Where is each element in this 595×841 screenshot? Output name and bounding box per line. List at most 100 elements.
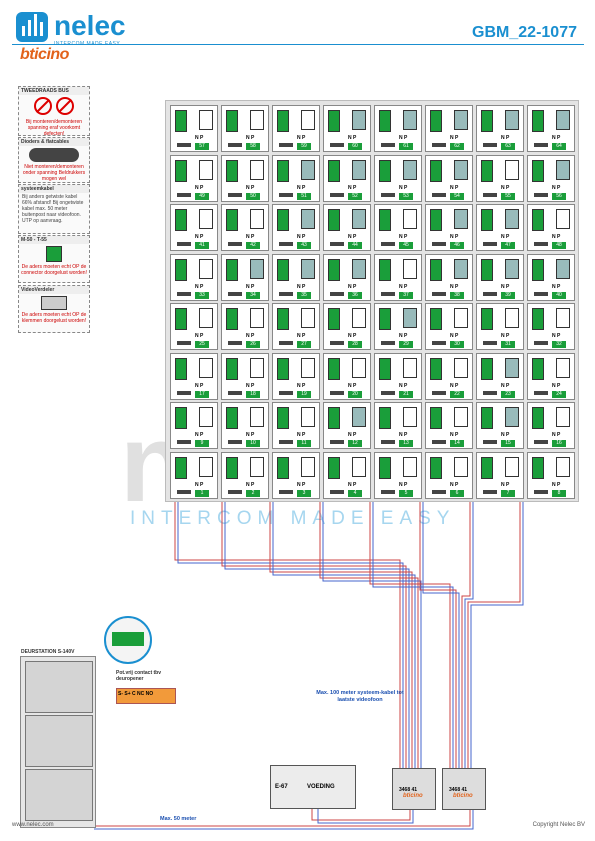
cell-number: 13 (399, 440, 413, 447)
handset-icon (556, 456, 570, 477)
cell-number: 29 (399, 341, 413, 348)
terminal-block-icon (41, 296, 67, 310)
dip-switch-icon (279, 341, 293, 345)
cell-number: 38 (450, 291, 464, 299)
video-monitor-icon (556, 258, 570, 279)
cell-number: 53 (399, 192, 413, 200)
np-label: N P (399, 184, 408, 191)
terminal-connector-icon (328, 159, 340, 182)
cell-number: 6 (450, 489, 464, 497)
cell-number: 42 (246, 242, 260, 249)
video-monitor-icon (505, 258, 519, 279)
terminal-connector-icon (175, 159, 187, 182)
np-label: N P (195, 432, 204, 438)
np-label: N P (450, 432, 459, 438)
video-monitor-icon (505, 110, 519, 130)
terminal-connector-icon (277, 407, 289, 429)
np-label: N P (348, 283, 357, 290)
handset-icon (352, 308, 366, 328)
cell-number: 5 (399, 489, 413, 497)
terminal-connector-icon (175, 308, 187, 330)
cell-number: 14 (450, 440, 464, 447)
video-monitor-icon (454, 110, 468, 130)
cell-number: 48 (552, 242, 566, 249)
vd-code: 3468 41 (449, 787, 468, 793)
no-tool-icon (56, 97, 74, 115)
cell-number: 58 (246, 143, 260, 150)
dip-switch-icon (432, 242, 446, 246)
np-label: N P (552, 432, 561, 438)
nelec-mark-icon (16, 12, 48, 42)
terminal-connector-icon (175, 258, 187, 281)
np-label: N P (552, 382, 561, 389)
terminal-connector-icon (226, 456, 238, 479)
legend-text: Bij anders getwiste kabel 66% afstand! B… (22, 194, 84, 224)
np-label: N P (246, 382, 255, 389)
cell-number: 12 (348, 440, 362, 447)
dip-switch-icon (330, 489, 344, 494)
dip-switch-icon (432, 291, 446, 296)
monitor-cell: N P 14 (425, 402, 473, 449)
np-label: N P (348, 135, 357, 141)
terminal-connector-icon (379, 357, 391, 380)
cell-number: 45 (399, 242, 413, 249)
np-label: N P (195, 184, 204, 191)
np-label: N P (348, 184, 357, 191)
brand-name: nelec (54, 10, 126, 41)
handset-icon (199, 159, 213, 180)
video-monitor-icon (352, 407, 366, 427)
handset-icon (556, 407, 570, 427)
handset-icon (199, 357, 213, 378)
terminal-connector-icon (430, 258, 442, 281)
relay-block (116, 688, 176, 704)
handset-icon (505, 159, 519, 180)
terminal-connector-icon (328, 357, 340, 380)
vd-code: 3468 41 (399, 787, 418, 793)
cell-number: 25 (195, 341, 209, 348)
np-label: N P (501, 481, 510, 488)
video-monitor-icon (505, 407, 519, 427)
terminal-connector-icon (379, 258, 391, 281)
video-distributor-1: 3468 41 bticino (392, 768, 436, 810)
cell-number: 11 (297, 440, 311, 447)
np-label: N P (399, 481, 408, 488)
cell-number: 26 (246, 341, 260, 348)
cell-number: 33 (195, 291, 209, 299)
dip-switch-icon (228, 489, 242, 494)
relay-terminals: S- S+ C NC NO (118, 691, 154, 697)
video-monitor-icon (454, 258, 468, 279)
dip-switch-icon (534, 390, 548, 395)
cell-number: 39 (501, 291, 515, 299)
handset-icon (403, 357, 417, 378)
dip-switch-icon (228, 341, 242, 345)
np-label: N P (348, 432, 357, 438)
terminal-connector-icon (430, 407, 442, 429)
power-supply: E-67 VOEDING (270, 765, 356, 809)
dip-switch-icon (279, 291, 293, 296)
legend-text: De aders moeten echt OP de klemmen doorg… (21, 312, 87, 324)
terminal-connector-icon (379, 456, 391, 479)
np-label: N P (195, 234, 204, 240)
legend-title: TWEEDRAADS BUS (19, 87, 89, 95)
legend-twowire-bus: TWEEDRAADS BUS Bij monteren/demonteren s… (18, 86, 90, 137)
cell-number: 64 (552, 143, 566, 150)
cell-number: 62 (450, 143, 464, 150)
terminal-connector-icon (328, 456, 340, 479)
dip-switch-icon (177, 341, 191, 345)
